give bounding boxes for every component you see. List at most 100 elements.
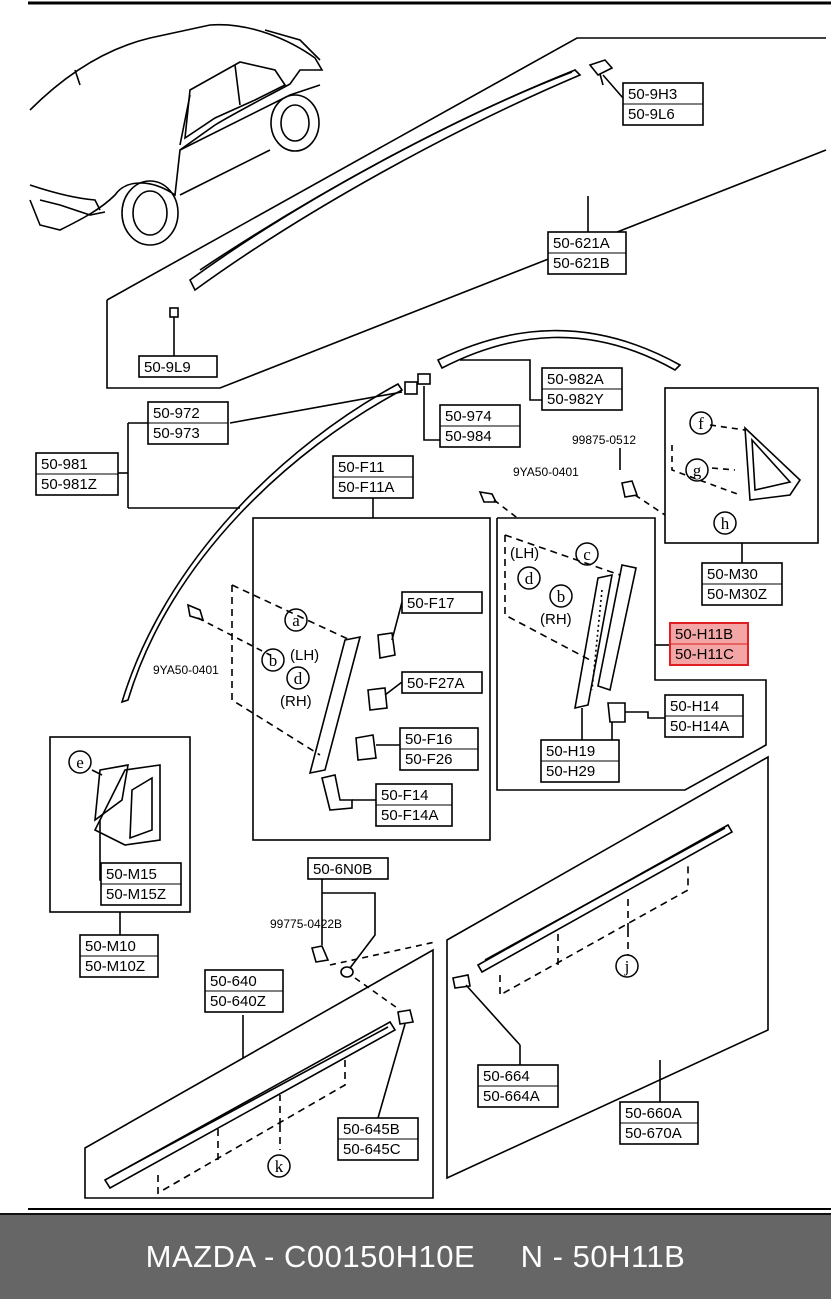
rh-label-right: (RH) [540, 611, 572, 628]
callout-line: 50-9L6 [628, 106, 675, 123]
callout-50-9l9: 50-9L9 [138, 355, 218, 378]
callout-50-m30: 50-M30 50-M30Z [701, 562, 783, 606]
callout-line: 50-H29 [546, 763, 595, 780]
callout-line: 50-645C [343, 1141, 401, 1158]
callout-line: 50-981Z [41, 476, 97, 493]
callout-line: 50-981 [41, 456, 88, 473]
callout-50-f14: 50-F14 50-F14A [375, 783, 453, 827]
callout-line: 50-972 [153, 405, 200, 422]
callout-line: 50-H11C [675, 646, 734, 663]
callout-50-972: 50-972 50-973 [147, 401, 229, 445]
circle-letter-b-right: b [557, 587, 566, 606]
callout-box [307, 857, 389, 880]
callout-line: 50-660A [625, 1105, 682, 1122]
callout-line: 50-F27A [407, 675, 465, 692]
callout-line: 50-F14A [381, 807, 439, 824]
pillar-garnish-group [186, 497, 491, 841]
footer-text: MAZDA - C00150H10E N - 50H11B [145, 1239, 686, 1274]
callout-50-m15: 50-M15 50-M15Z [100, 862, 182, 906]
callout-line: 50-621A [553, 235, 610, 252]
quarter-window-right [664, 387, 819, 563]
callout-line: 50-982Y [547, 391, 604, 408]
callout-box [401, 591, 483, 614]
drip-molding-group [404, 329, 682, 441]
callout-line: 50-M15 [106, 866, 157, 883]
callout-line: 50-621B [553, 255, 610, 272]
callout-50-h19: 50-H19 50-H29 [540, 739, 620, 783]
door-garnish-group [478, 448, 767, 791]
callout-line: 50-F14 [381, 787, 429, 804]
callout-line: 50-M10 [85, 938, 136, 955]
callout-50-f17: 50-F17 [401, 591, 483, 614]
callout-line: 50-F11 [338, 459, 384, 476]
callout-50-645b: 50-645B 50-645C [337, 1117, 419, 1161]
callout-line: 50-H14 [670, 698, 719, 715]
circle-letter-h: h [721, 514, 730, 533]
callout-50-6n0b: 50-6N0B [307, 857, 389, 880]
callout-line: 50-664 [483, 1068, 530, 1085]
circle-letters [68, 411, 737, 1178]
callout-50-m10: 50-M10 50-M10Z [79, 934, 159, 978]
windshield-molding [118, 382, 404, 704]
callout-line: 50-9H3 [628, 86, 677, 103]
callout-line: 50-M30Z [707, 586, 767, 603]
callout-line: 50-H19 [546, 743, 595, 760]
rh-label-left: (RH) [280, 693, 312, 710]
circle-letter-d-left: d [294, 669, 303, 688]
callout-50-f27a: 50-F27A [401, 671, 483, 694]
callout-line: 50-645B [343, 1121, 400, 1138]
circle-letter-e: e [76, 753, 84, 772]
callout-box [401, 671, 483, 694]
circle-letter-g: g [693, 461, 702, 480]
callout-line: 50-M30 [707, 566, 758, 583]
roof-molding-group [106, 37, 827, 389]
callout-line: 50-670A [625, 1125, 682, 1142]
quarter-window-left [49, 736, 191, 935]
callout-line: 50-M15Z [106, 886, 166, 903]
footer-bar: MAZDA - C00150H10E N - 50H11B [0, 1213, 831, 1299]
callout-line: 50-H11B [675, 626, 733, 643]
callout-line: 50-640Z [210, 993, 266, 1010]
callout-50-h11b: 50-H11B 50-H11C [669, 622, 749, 666]
callout-line: 50-973 [153, 425, 200, 442]
car-illustration [29, 23, 324, 246]
callout-50-9h3: 50-9H3 50-9L6 [622, 82, 704, 126]
callout-50-621a: 50-621A 50-621B [547, 231, 627, 275]
circle-letter-f: f [698, 414, 704, 433]
circle-letter-k: k [275, 1157, 284, 1176]
callout-line: 50-640 [210, 973, 257, 990]
callout-50-640: 50-640 50-640Z [204, 969, 284, 1013]
part-code-9ya50-left: 9YA50-0401 [153, 663, 219, 677]
circle-letter-d-right: d [525, 569, 534, 588]
door-molding-right [446, 755, 769, 1180]
parts-diagram: 50-9H350-9L650-621A50-621B50-9L950-982A5… [28, 1, 831, 1210]
lh-label-left: (LH) [290, 647, 319, 664]
part-code-9ya50-right: 9YA50-0401 [513, 465, 579, 479]
callout-50-974: 50-974 50-984 [439, 404, 521, 448]
lh-label-right: (LH) [510, 545, 539, 562]
callout-line: 50-974 [445, 408, 492, 425]
door-molding-left [84, 878, 436, 1199]
circle-letter-j: j [624, 957, 630, 976]
callout-50-982a: 50-982A 50-982Y [541, 367, 623, 411]
callout-50-981: 50-981 50-981Z [35, 452, 119, 496]
callout-line: 50-F26 [405, 751, 453, 768]
callout-line: 50-6N0B [313, 861, 372, 878]
circle-letter-b-left: b [269, 651, 278, 670]
circle-letter-c: c [583, 545, 591, 564]
callout-line: 50-M10Z [85, 958, 145, 975]
callout-line: 50-F17 [407, 595, 455, 612]
callout-box [138, 355, 218, 378]
circle-letter-a: a [292, 611, 300, 630]
callout-50-h14: 50-H14 50-H14A [664, 694, 744, 738]
part-code-99875: 99875-0512 [572, 433, 636, 447]
callout-line: 50-9L9 [144, 359, 191, 376]
callout-line: 50-F16 [405, 731, 453, 748]
callout-line: 50-982A [547, 371, 604, 388]
callout-50-f16: 50-F16 50-F26 [399, 727, 479, 771]
callout-line: 50-H14A [670, 718, 729, 735]
callout-line: 50-984 [445, 428, 492, 445]
callout-layer: 50-9H350-9L650-621A50-621B50-9L950-982A5… [35, 82, 783, 1161]
